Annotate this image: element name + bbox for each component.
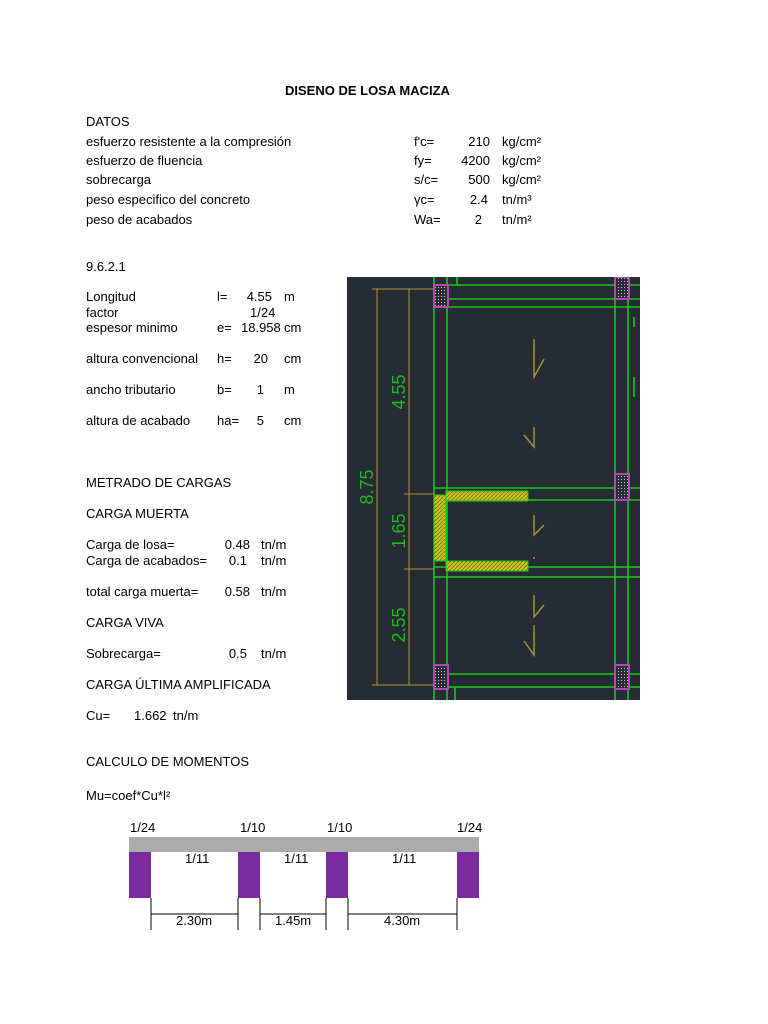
espesor-label: espesor minimo <box>86 320 178 335</box>
longitud-label: Longitud <box>86 289 136 304</box>
cad-columns <box>433 277 630 690</box>
acabado-unit: cm <box>284 413 302 428</box>
support-column <box>129 852 151 898</box>
span-length: 1.45m <box>275 913 312 928</box>
sobrecarga-value: 0.5 <box>228 646 247 661</box>
datos-symbol: s/c= <box>414 172 439 187</box>
cad-slab-arrows <box>523 339 545 658</box>
espesor-value: 18.958 <box>241 320 281 335</box>
moment-formula: Mu=coef*Cu*l² <box>86 788 171 803</box>
factor-value: 1/24 <box>250 305 276 320</box>
datos-unit: kg/cm² <box>502 172 541 187</box>
cad-beam-hatch <box>445 560 529 572</box>
altura-symbol: h= <box>217 351 232 366</box>
datos-symbol: Wa= <box>414 212 441 227</box>
cad-plan-svg: 8.75 4.55 1.65 2.55 <box>357 277 640 700</box>
span-coef: 1/11 <box>392 851 417 866</box>
altura-value: 20 <box>253 351 268 366</box>
datos-symbol: fy= <box>414 153 432 168</box>
momentos-heading: CALCULO DE MOMENTOS <box>86 754 250 769</box>
support-coef: 1/10 <box>327 820 353 835</box>
span-coef: 1/11 <box>185 851 210 866</box>
cad-dim-span: 2.55 <box>389 607 409 642</box>
cad-column <box>614 277 630 300</box>
datos-unit: tn/m³ <box>502 192 532 207</box>
datos-symbol: f'c= <box>414 134 435 149</box>
carga-muerta-heading: CARGA MUERTA <box>86 506 189 521</box>
altura-unit: cm <box>284 351 302 366</box>
cad-column <box>614 473 630 501</box>
metrado-heading: METRADO DE CARGAS <box>86 475 232 490</box>
cad-dim-span: 1.65 <box>389 513 409 548</box>
datos-value: 210 <box>468 134 490 149</box>
altura-label: altura convencional <box>86 351 199 366</box>
carga-viva-heading: CARGA VIVA <box>86 615 164 630</box>
datos-value: 4200 <box>461 153 490 168</box>
datos-label: esfuerzo resistente a la compresión <box>86 134 292 149</box>
cad-column <box>433 664 449 690</box>
ancho-value: 1 <box>256 382 264 397</box>
support-coef: 1/24 <box>130 820 156 835</box>
span-length: 2.30m <box>176 913 213 928</box>
cu-label: Cu= <box>86 708 111 723</box>
ancho-symbol: b= <box>217 382 232 397</box>
support-coef: 1/10 <box>240 820 266 835</box>
datos-heading: DATOS <box>86 114 130 129</box>
ancho-label: ancho tributario <box>86 382 176 397</box>
cad-dim-total: 8.75 <box>357 469 377 504</box>
span-length: 4.30m <box>384 913 421 928</box>
cu-value: 1.662 <box>134 708 167 723</box>
total-carga-muerta-unit: tn/m <box>261 584 287 599</box>
carga-losa-label: Carga de losa= <box>86 537 175 552</box>
support-column <box>238 852 260 898</box>
sobrecarga-label: Sobrecarga= <box>86 646 161 661</box>
cad-wall-hatch <box>433 494 447 562</box>
ancho-unit: m <box>284 382 295 397</box>
beam-slab <box>129 837 479 852</box>
espesor-symbol: e= <box>217 320 232 335</box>
support-column <box>457 852 479 898</box>
datos-value: 2.4 <box>469 192 488 207</box>
cad-column <box>433 284 449 308</box>
cad-beam-lines <box>433 277 640 700</box>
datos-label: peso especifico del concreto <box>86 192 251 207</box>
carga-acabados-value: 0.1 <box>228 553 247 568</box>
cad-plan-image: 8.75 4.55 1.65 2.55 <box>347 277 640 700</box>
span-coef: 1/11 <box>284 851 309 866</box>
datos-unit: kg/cm² <box>502 134 541 149</box>
datos-value: 2 <box>474 212 482 227</box>
carga-losa-unit: tn/m <box>261 537 287 552</box>
acabado-value: 5 <box>256 413 264 428</box>
cu-unit: tn/m <box>173 708 199 723</box>
datos-unit: tn/m² <box>502 212 532 227</box>
acabado-label: altura de acabado <box>86 413 191 428</box>
support-coef: 1/24 <box>457 820 483 835</box>
longitud-symbol: l= <box>217 289 228 304</box>
cad-column <box>614 664 630 690</box>
carga-acabados-unit: tn/m <box>261 553 287 568</box>
datos-label: sobrecarga <box>86 172 152 187</box>
section-ref: 9.6.2.1 <box>86 259 126 274</box>
longitud-value: 4.55 <box>246 289 272 304</box>
carga-losa-value: 0.48 <box>224 537 250 552</box>
total-carga-muerta-value: 0.58 <box>224 584 250 599</box>
espesor-unit: cm <box>284 320 302 335</box>
carga-acabados-label: Carga de acabados= <box>86 553 208 568</box>
carga-ultima-heading: CARGA ÚLTIMA AMPLIFICADA <box>86 677 271 692</box>
support-column <box>326 852 348 898</box>
cad-dim-span: 4.55 <box>389 374 409 409</box>
acabado-symbol: ha= <box>217 413 240 428</box>
datos-value: 500 <box>468 172 490 187</box>
longitud-unit: m <box>284 289 295 304</box>
sobrecarga-unit: tn/m <box>261 646 287 661</box>
cad-beam-hatch <box>445 490 529 502</box>
cad-dimension-lines <box>372 288 434 686</box>
total-carga-muerta-label: total carga muerta= <box>86 584 199 599</box>
datos-label: peso de acabados <box>86 212 193 227</box>
datos-symbol: γc= <box>414 192 435 207</box>
factor-label: factor <box>86 305 119 320</box>
datos-label: esfuerzo de fluencia <box>86 153 203 168</box>
datos-unit: kg/cm² <box>502 153 541 168</box>
page-title: DISENO DE LOSA MACIZA <box>285 83 450 98</box>
